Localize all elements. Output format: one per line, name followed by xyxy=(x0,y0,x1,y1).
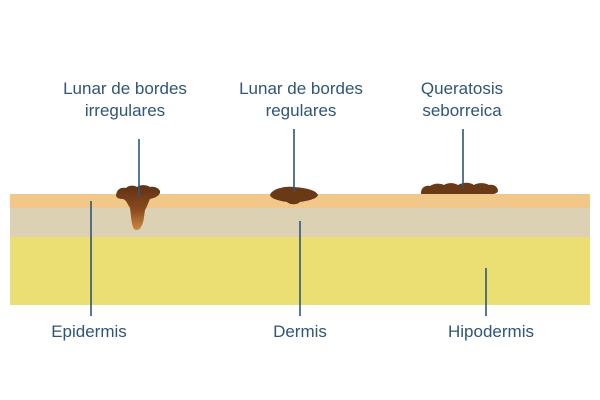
keratosis-shape xyxy=(421,182,498,194)
hypodermis-label: Hipodermis xyxy=(448,322,534,341)
dermis-label: Dermis xyxy=(273,322,327,341)
regular-mole-shape xyxy=(270,186,318,205)
keratosis-label-line2: seborreica xyxy=(422,101,502,120)
irregular-mole-shape xyxy=(116,185,161,230)
regular-mole-label-line1: Lunar de bordes xyxy=(239,79,363,98)
irregular-mole-label-line1: Lunar de bordes xyxy=(63,79,187,98)
irregular-mole-label-line2: irregulares xyxy=(85,101,165,120)
epidermis-label: Epidermis xyxy=(51,322,127,341)
keratosis-label-line1: Queratosis xyxy=(421,79,503,98)
regular-mole-label-line2: regulares xyxy=(266,101,337,120)
